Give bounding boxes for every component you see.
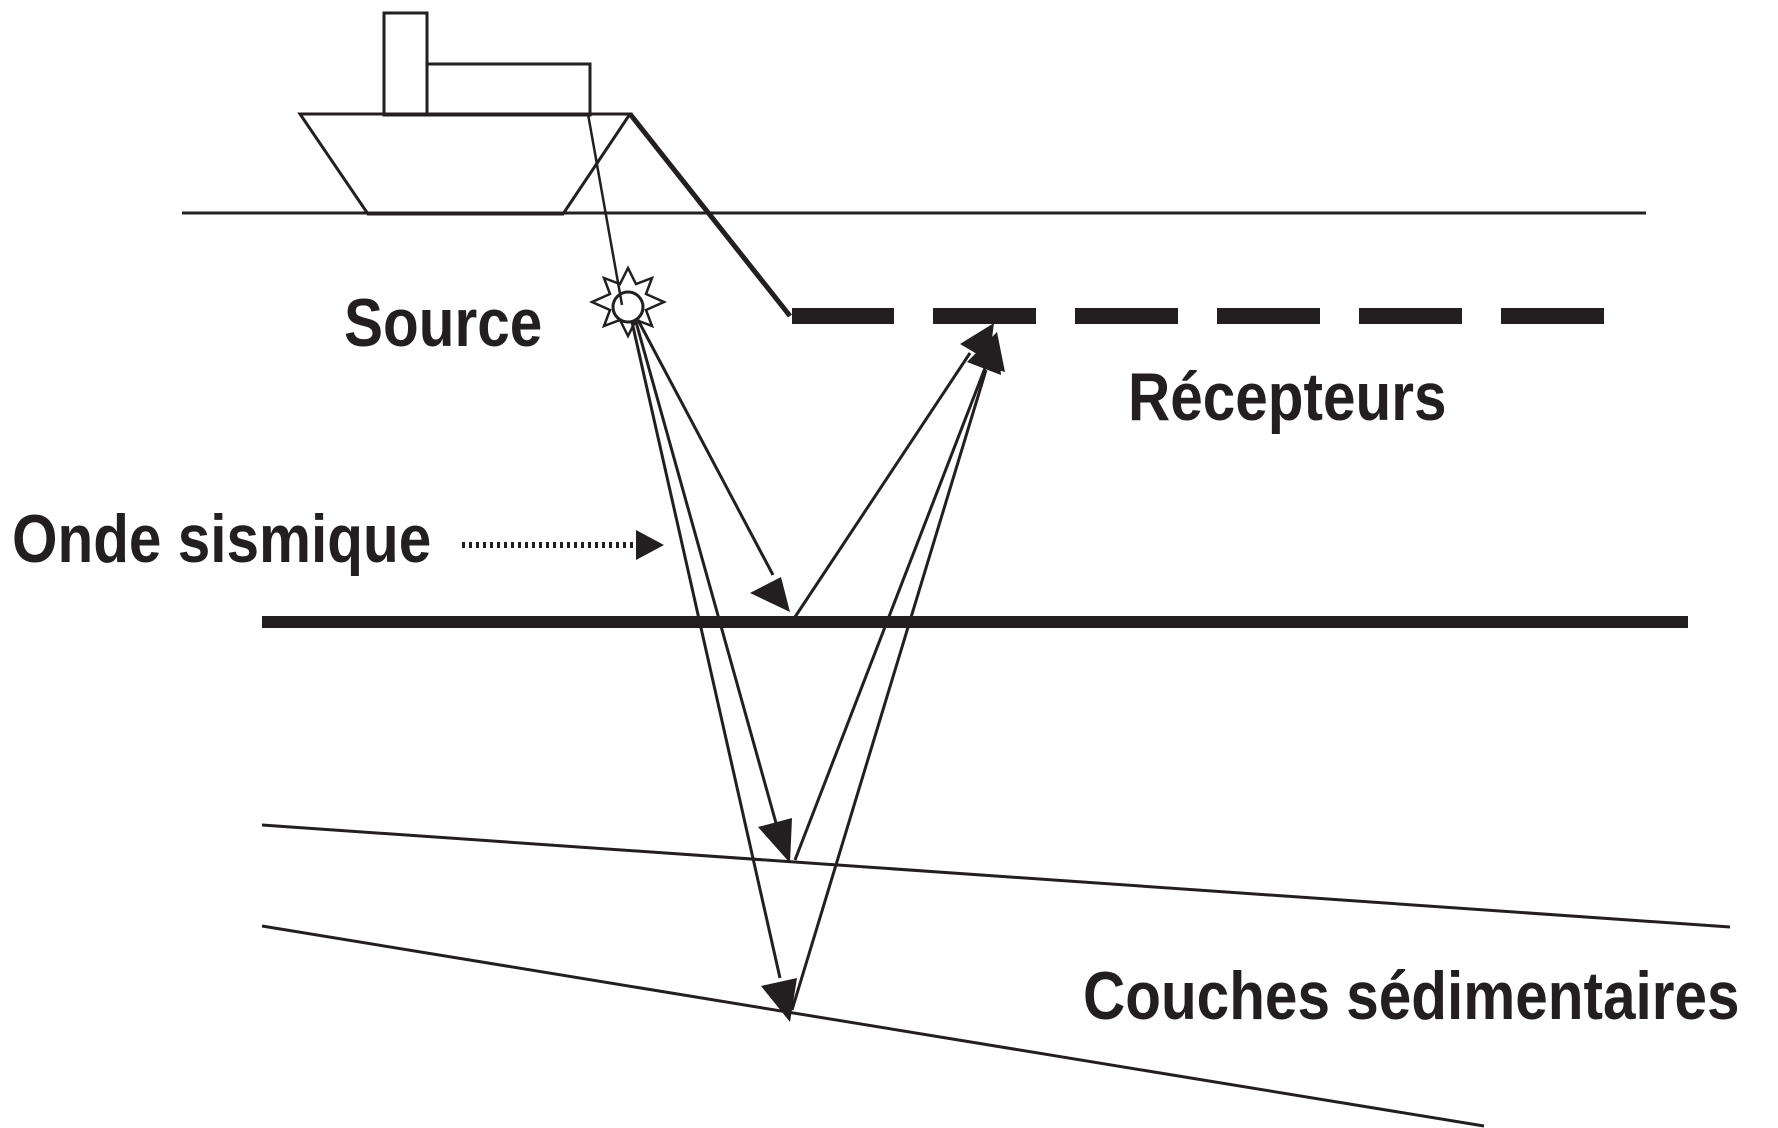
seismic-wave-pointer bbox=[462, 530, 664, 560]
arrowhead bbox=[758, 818, 792, 863]
ray-path-deep bbox=[630, 321, 1005, 1022]
reflector-layer-3 bbox=[261, 924, 1485, 1128]
ray-path-middle bbox=[634, 321, 1001, 863]
ship-hull bbox=[297, 112, 633, 216]
receivers-label: Récepteurs bbox=[1128, 359, 1447, 435]
arrowhead bbox=[971, 332, 1005, 372]
receiver bbox=[792, 308, 894, 324]
ship bbox=[297, 11, 633, 216]
ship-cabin bbox=[425, 62, 592, 117]
receiver bbox=[1501, 308, 1604, 324]
receiver bbox=[1075, 308, 1178, 324]
arrowhead bbox=[761, 978, 797, 1022]
seismic-wave-label: Onde sismique bbox=[12, 501, 432, 577]
reflector-layer-2 bbox=[261, 823, 1731, 929]
source-label: Source bbox=[344, 285, 543, 361]
streamer-cable bbox=[628, 112, 792, 318]
arrowhead bbox=[750, 577, 790, 612]
receiver bbox=[1217, 308, 1320, 324]
sedimentary-layers-label: Couches sédimentaires bbox=[1083, 958, 1740, 1034]
receivers-array bbox=[792, 308, 1604, 324]
ship-funnel bbox=[382, 11, 429, 117]
receiver bbox=[933, 308, 1036, 324]
ray-path-shallow bbox=[636, 319, 994, 618]
arrowhead bbox=[636, 530, 664, 560]
source-starburst-icon bbox=[588, 265, 668, 339]
source-tow-line bbox=[586, 113, 624, 306]
receiver bbox=[1359, 308, 1462, 324]
